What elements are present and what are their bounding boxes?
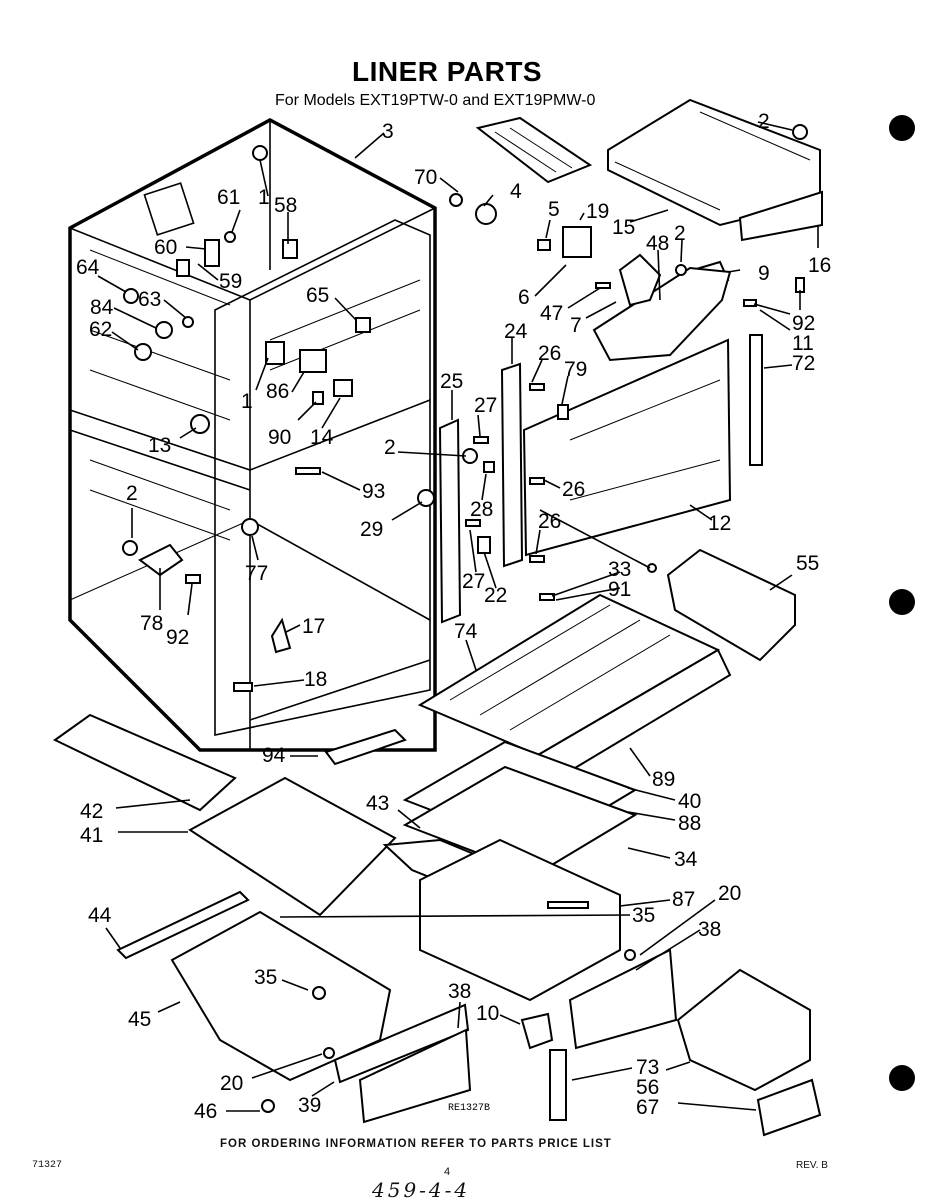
label-41: 41 <box>80 824 103 847</box>
label-87: 87 <box>672 888 695 911</box>
label-84: 84 <box>90 296 114 319</box>
label-89: 89 <box>652 768 675 791</box>
label-11: 11 <box>792 332 814 355</box>
label-10: 10 <box>476 1002 499 1025</box>
label-55: 55 <box>796 552 819 575</box>
label-3: 3 <box>382 120 394 143</box>
label-74: 74 <box>454 620 478 643</box>
label-26-top: 26 <box>538 342 561 365</box>
label-59: 59 <box>219 270 242 293</box>
label-20-right: 20 <box>718 882 741 905</box>
label-17: 17 <box>302 615 325 638</box>
binder-hole-middle <box>889 589 915 615</box>
label-5: 5 <box>548 198 560 221</box>
label-93: 93 <box>362 480 385 503</box>
label-64: 64 <box>76 256 100 279</box>
handwritten-note: 459-4-4 <box>372 1178 471 1202</box>
label-92-left: 92 <box>166 626 189 649</box>
revision: REV. B <box>796 1160 828 1171</box>
label-91: 91 <box>608 578 631 601</box>
cabinet-small-parts <box>122 145 371 692</box>
drawing-number: RE1327B <box>448 1103 490 1114</box>
label-20-left: 20 <box>220 1072 243 1095</box>
cabinet-liner <box>68 118 437 752</box>
label-72: 72 <box>792 352 815 375</box>
leader-lines <box>97 121 819 1112</box>
label-40: 40 <box>678 790 701 813</box>
ordering-note: FOR ORDERING INFORMATION REFER TO PARTS … <box>220 1138 612 1150</box>
binder-hole-bottom <box>889 1065 915 1091</box>
label-16: 16 <box>808 254 831 277</box>
page-number: 4 <box>444 1166 451 1178</box>
shelves-and-drawers <box>53 548 822 1137</box>
label-77: 77 <box>245 562 268 585</box>
label-18: 18 <box>304 668 327 691</box>
label-24: 24 <box>504 320 528 343</box>
label-19: 19 <box>586 200 609 223</box>
rails-and-cover <box>417 334 763 624</box>
label-2-middle: 2 <box>384 436 396 459</box>
label-78: 78 <box>140 612 163 635</box>
label-38-right: 38 <box>698 918 721 941</box>
freezer-top-parts <box>449 98 823 362</box>
label-39: 39 <box>298 1094 321 1117</box>
label-94: 94 <box>262 744 286 767</box>
label-61: 61 <box>217 186 240 209</box>
label-4: 4 <box>510 180 522 203</box>
label-13: 13 <box>148 434 171 457</box>
label-2-top-right: 2 <box>758 110 770 133</box>
label-65: 65 <box>306 284 329 307</box>
binder-hole-top <box>889 115 915 141</box>
label-46: 46 <box>194 1100 217 1123</box>
label-15: 15 <box>612 216 635 239</box>
label-86: 86 <box>266 380 289 403</box>
label-35-left: 35 <box>254 966 277 989</box>
label-48: 48 <box>646 232 669 255</box>
label-12: 12 <box>708 512 731 535</box>
label-26-low: 26 <box>538 510 561 533</box>
label-38-left: 38 <box>448 980 471 1003</box>
label-73: 73 <box>636 1056 659 1079</box>
page-title: LINER PARTS <box>352 56 543 87</box>
label-67: 67 <box>636 1096 659 1119</box>
label-33: 33 <box>608 558 631 581</box>
label-44: 44 <box>88 904 112 927</box>
label-62: 62 <box>89 318 112 341</box>
label-63: 63 <box>138 288 161 311</box>
label-60: 60 <box>154 236 177 259</box>
label-92-right: 92 <box>792 312 815 335</box>
label-79: 79 <box>564 358 587 381</box>
label-70: 70 <box>414 166 437 189</box>
label-27-top: 27 <box>474 394 497 417</box>
label-58: 58 <box>274 194 297 217</box>
label-2-top-mid: 2 <box>674 222 686 245</box>
footer-left-code: 71327 <box>32 1160 63 1171</box>
label-29: 29 <box>360 518 383 541</box>
label-22: 22 <box>484 584 507 607</box>
label-7: 7 <box>570 314 582 337</box>
label-1: 1 <box>258 186 270 209</box>
label-35-right: 35 <box>632 904 655 927</box>
label-47: 47 <box>540 302 563 325</box>
label-25: 25 <box>440 370 463 393</box>
label-45: 45 <box>128 1008 151 1031</box>
label-56: 56 <box>636 1076 659 1099</box>
label-2-left: 2 <box>126 482 138 505</box>
label-26-mid: 26 <box>562 478 585 501</box>
label-14: 14 <box>310 426 334 449</box>
label-43: 43 <box>366 792 389 815</box>
label-27-low: 27 <box>462 570 485 593</box>
page-subtitle: For Models EXT19PTW-0 and EXT19PMW-0 <box>275 92 596 109</box>
label-6: 6 <box>518 286 530 309</box>
label-42: 42 <box>80 800 103 823</box>
label-90: 90 <box>268 426 291 449</box>
label-88: 88 <box>678 812 701 835</box>
label-34: 34 <box>674 848 698 871</box>
label-28: 28 <box>470 498 493 521</box>
label-9: 9 <box>758 262 770 285</box>
part-number-labels: 3 1 61 58 60 59 64 63 84 62 65 1 86 90 1… <box>76 110 831 1123</box>
label-1b: 1 <box>241 390 253 413</box>
